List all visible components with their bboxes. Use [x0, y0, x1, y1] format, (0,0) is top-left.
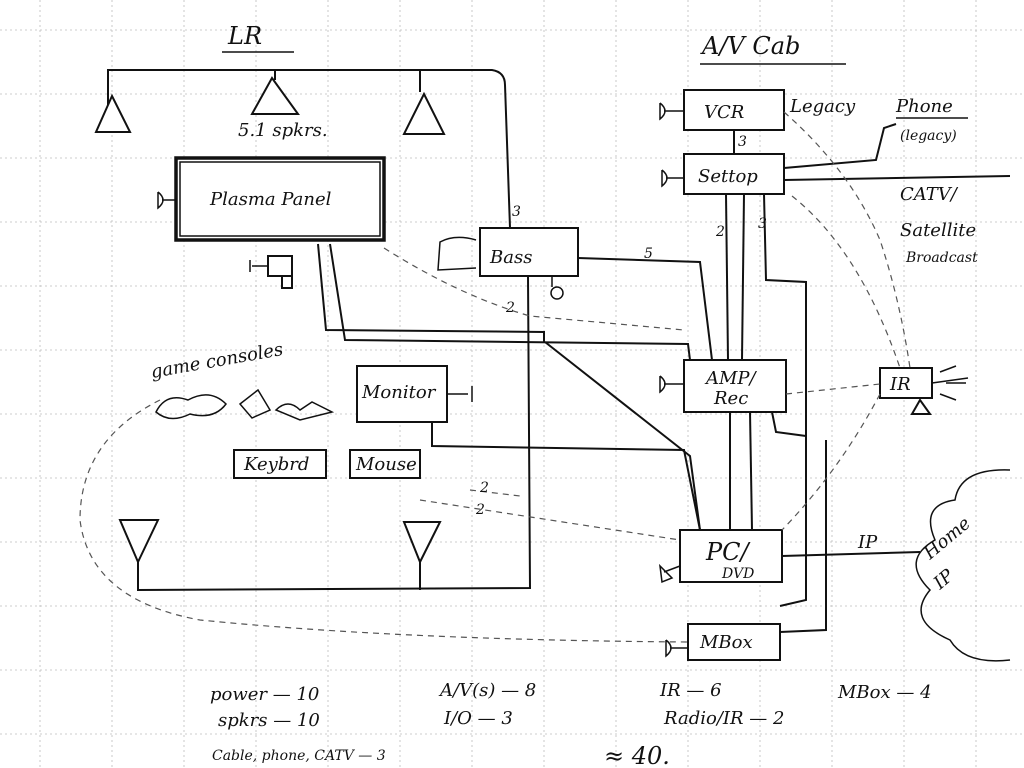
bass-power-knob: [550, 286, 564, 300]
mouse: [349, 449, 421, 479]
front-speakers: [94, 69, 511, 229]
speakers-label: 5.1 spkrs.: [238, 120, 328, 141]
settop-power-plug: [661, 169, 684, 188]
plasma-ir-receiver: [267, 255, 293, 277]
wire-count-settop-amp-left: 2: [715, 224, 725, 240]
speaker-center: [250, 76, 300, 115]
tally-radio-ir: Radio/IR — 2: [663, 708, 784, 729]
catv-label: CATV/: [900, 184, 959, 205]
phone-label: Phone: [895, 96, 953, 117]
wire-tally: power — 10 A/V(s) — 8 IR — 6 MBox — 4 sp…: [210, 680, 932, 768]
mbox: [687, 623, 781, 661]
phone-legacy-label: (legacy): [900, 128, 957, 144]
pc-dvd-label-line2: DVD: [721, 566, 754, 582]
bass-label: Bass: [489, 247, 532, 268]
heading-living-room: LR: [227, 22, 262, 50]
wire-count-vcr-settop: 3: [738, 134, 747, 150]
heading-av-cabinet: A/V Cab: [700, 32, 800, 60]
keyboard: [233, 449, 327, 479]
pc-power-plug: [658, 563, 681, 584]
broadcast-label: Broadcast: [905, 250, 978, 266]
home-ip-cloud: [915, 469, 1011, 662]
rear-speakers: [118, 275, 532, 592]
wire-count-bass-below: 2: [505, 300, 515, 316]
game-consoles-label: game consoles: [149, 339, 285, 383]
mbox-power-plug: [665, 639, 688, 658]
speaker-front-right: [402, 91, 446, 135]
monitor-label: Monitor: [361, 382, 437, 403]
home-ip-label-line2: IP: [929, 565, 959, 595]
keyboard-label: Keybrd: [243, 454, 309, 475]
signal-wires: [317, 193, 827, 633]
tally-ir: IR — 6: [659, 680, 722, 701]
amp-receiver: [683, 359, 787, 413]
wireless-ir-paths: [79, 111, 911, 643]
tally-total: ≈ 40.: [604, 742, 670, 768]
tally-spkrs: spkrs — 10: [218, 710, 320, 731]
pc-dvd-label-line1: PC/: [705, 538, 752, 566]
legacy-label: Legacy: [789, 96, 856, 117]
mbox-label: MBox: [699, 632, 753, 653]
amp-rec-label-line2: Rec: [713, 388, 748, 409]
speaker-rear-right: [402, 521, 442, 565]
tally-av: A/V(s) — 8: [438, 680, 536, 701]
wire-count-monitor-pc-b: 2: [475, 502, 485, 518]
settop-label: Settop: [698, 166, 758, 187]
satellite-label: Satellite: [900, 220, 976, 241]
wire-count-settop-amp-right: 3: [758, 216, 767, 232]
monitor: [356, 365, 448, 423]
amp-power-plug: [659, 375, 684, 394]
plasma-panel: [174, 156, 386, 242]
speaker-rear-left: [118, 519, 160, 565]
tally-cable: Cable, phone, CATV — 3: [212, 748, 386, 764]
ip-label: IP: [857, 532, 878, 553]
tally-mbox: MBox — 4: [837, 682, 932, 703]
vcr-label: VCR: [704, 102, 744, 123]
ir-label: IR: [889, 374, 911, 395]
tally-power: power — 10: [210, 684, 319, 705]
wire-count-bass-to-amp: 5: [644, 246, 653, 262]
speaker-front-left: [94, 93, 132, 133]
game-consoles: [155, 388, 335, 421]
home-ip-label-line1: Home: [919, 513, 975, 565]
plasma-panel-label: Plasma Panel: [209, 189, 332, 210]
amp-rec-label-line1: AMP/: [704, 368, 758, 389]
mouse-label: Mouse: [355, 454, 417, 475]
settop-box: [683, 153, 785, 195]
wire-count-monitor-pc-a: 2: [479, 480, 489, 496]
plasma-power-plug: [157, 191, 176, 210]
tally-io: I/O — 3: [443, 708, 513, 729]
wire-count-bass-top: 3: [512, 204, 521, 220]
vcr-power-plug: [659, 102, 684, 121]
